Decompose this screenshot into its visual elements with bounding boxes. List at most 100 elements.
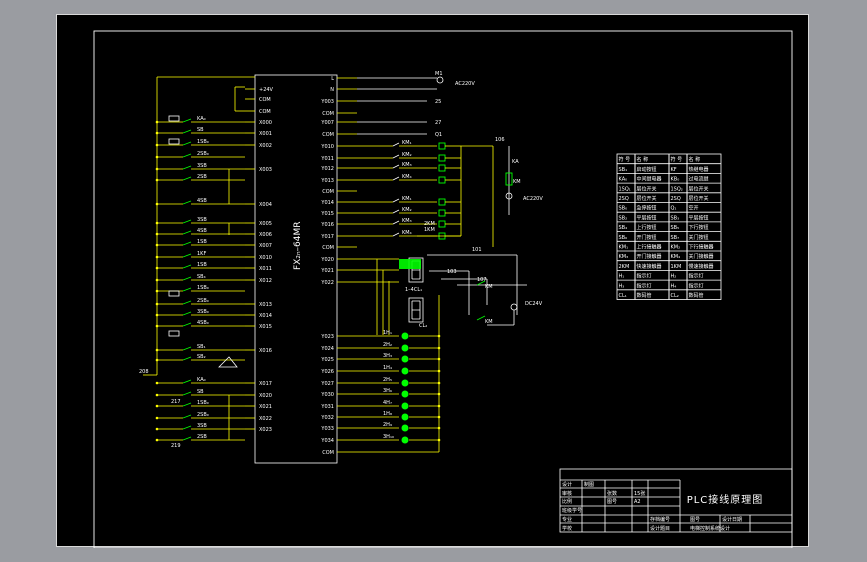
- legend-cell: 关门按钮: [689, 234, 709, 241]
- inner-frame: [93, 30, 793, 548]
- power-label: M1: [435, 71, 443, 77]
- plc-left-pin: X021: [259, 404, 272, 410]
- legend-cell: 层位开关: [637, 195, 657, 202]
- plc-right-pin: Y027: [320, 381, 334, 387]
- legend-cell: 上行接触器: [637, 244, 662, 251]
- lamp-label: 1H₈: [383, 411, 392, 417]
- wire: [182, 391, 192, 396]
- plc-right-pin: COM: [322, 189, 334, 195]
- plc-right-pin: Y014: [320, 200, 334, 206]
- contact-label: KA₀: [197, 377, 206, 383]
- title-cell: 电梯控制系统设计: [690, 525, 730, 532]
- wire: [182, 276, 192, 281]
- wire: [392, 154, 400, 159]
- legend-cell: H₄: [671, 283, 677, 289]
- plc-right-pin: Y030: [320, 392, 334, 398]
- wire: [182, 129, 192, 134]
- coil-label: KM₄: [402, 174, 412, 180]
- legend-cell: 平层按钮: [689, 214, 709, 221]
- plc-right-pin: COM: [322, 132, 334, 138]
- junction-dot: [155, 221, 159, 225]
- wire: [182, 402, 192, 407]
- right-pins: LNY003COMY007COMY010Y011Y012Y013COMY014Y…: [320, 76, 357, 456]
- legend-header: 符 号: [619, 156, 631, 163]
- title-cell: 审核: [562, 490, 572, 497]
- relay-box: [168, 330, 180, 337]
- indicator-lamp: [401, 436, 409, 444]
- coil-label: KM₂: [402, 152, 412, 158]
- title-cell: 15张: [634, 490, 645, 497]
- plc-right-pin: Y007: [320, 120, 334, 126]
- lamp-label: 3H₆: [383, 388, 392, 394]
- coil-box: [438, 176, 446, 184]
- coil-box: [438, 220, 446, 228]
- coil-box: [438, 209, 446, 217]
- junction-dot: [155, 438, 159, 442]
- indicator-lamp: [401, 390, 409, 398]
- plc-left-pin: X001: [259, 131, 272, 137]
- contact-label: KA₀: [197, 116, 206, 122]
- legend-cell: SB₄: [619, 225, 628, 231]
- junction-dot: [155, 202, 159, 206]
- legend-cell: SB₂: [619, 215, 628, 221]
- contact-label: SB: [197, 389, 204, 395]
- junction-dot: [155, 348, 159, 352]
- legend-cell: 开门按钮: [637, 234, 657, 241]
- plc-left-pin: X004: [259, 202, 272, 208]
- power-label: KM: [485, 284, 493, 290]
- lamp-label: 1H₄: [383, 365, 392, 371]
- plc-left-pin: X010: [259, 255, 272, 261]
- legend-cell: 空开: [689, 205, 699, 212]
- legend-cell: 数码管: [689, 292, 704, 299]
- contact-label: SB₄: [197, 274, 206, 280]
- plc-right-pin: Y017: [320, 234, 334, 240]
- coil-label: KM₃: [402, 162, 412, 168]
- coil-label: KM₃: [402, 218, 412, 224]
- indicator-lamp: [401, 355, 409, 363]
- contact-label: SB: [197, 127, 204, 133]
- junction-dot: [155, 416, 159, 420]
- junction-dot: [155, 427, 159, 431]
- title-cell: 图号: [607, 499, 617, 505]
- seven-segment-display: [408, 297, 424, 323]
- plc-left-pin: X020: [259, 393, 272, 399]
- plc-left-pin: X014: [259, 313, 272, 319]
- power-label: 2KM: [424, 221, 435, 227]
- legend-cell: CL₁: [619, 293, 627, 299]
- junction-dot: [155, 324, 159, 328]
- junction-dot: [155, 381, 159, 385]
- legend-cell: 下行接触器: [689, 244, 714, 251]
- legend-header: 名 称: [637, 156, 649, 163]
- contact-label: 4SB: [197, 198, 207, 204]
- side-number: 217: [171, 399, 181, 405]
- coil-label: KM₁: [402, 196, 412, 202]
- power-label: 101: [472, 247, 482, 253]
- plc-left-pin: X005: [259, 221, 272, 227]
- plc-left-pin: +24V: [259, 87, 274, 93]
- legend-cell: KM₄: [671, 254, 681, 260]
- legend-cell: 指示灯: [637, 282, 652, 289]
- wire: [182, 356, 192, 361]
- title-cell: 班级学号: [562, 507, 582, 514]
- lamp-label: 2H₂: [383, 342, 392, 348]
- junction-dot: [155, 404, 159, 408]
- plc-left-pin: X007: [259, 243, 272, 249]
- plc-right-pin: Y013: [320, 178, 334, 184]
- junction-dot: [155, 120, 159, 124]
- legend-cell: 2SQ: [671, 196, 681, 202]
- legend-cell: KM₂: [671, 245, 681, 251]
- lamp-label: 1H₁: [383, 330, 392, 336]
- legend-cell: 过电流继: [689, 176, 709, 183]
- junction-dot: [155, 167, 159, 171]
- coil-box: [438, 142, 446, 150]
- title-cell: 设计题目: [650, 525, 670, 532]
- plc-right-pin: Y023: [320, 334, 334, 340]
- wire: [182, 118, 192, 123]
- legend-header: 名 称: [689, 156, 701, 163]
- coil-box: [438, 164, 446, 172]
- dc-source-circle: [510, 303, 518, 311]
- legend-cell: 急停按钮: [637, 205, 657, 212]
